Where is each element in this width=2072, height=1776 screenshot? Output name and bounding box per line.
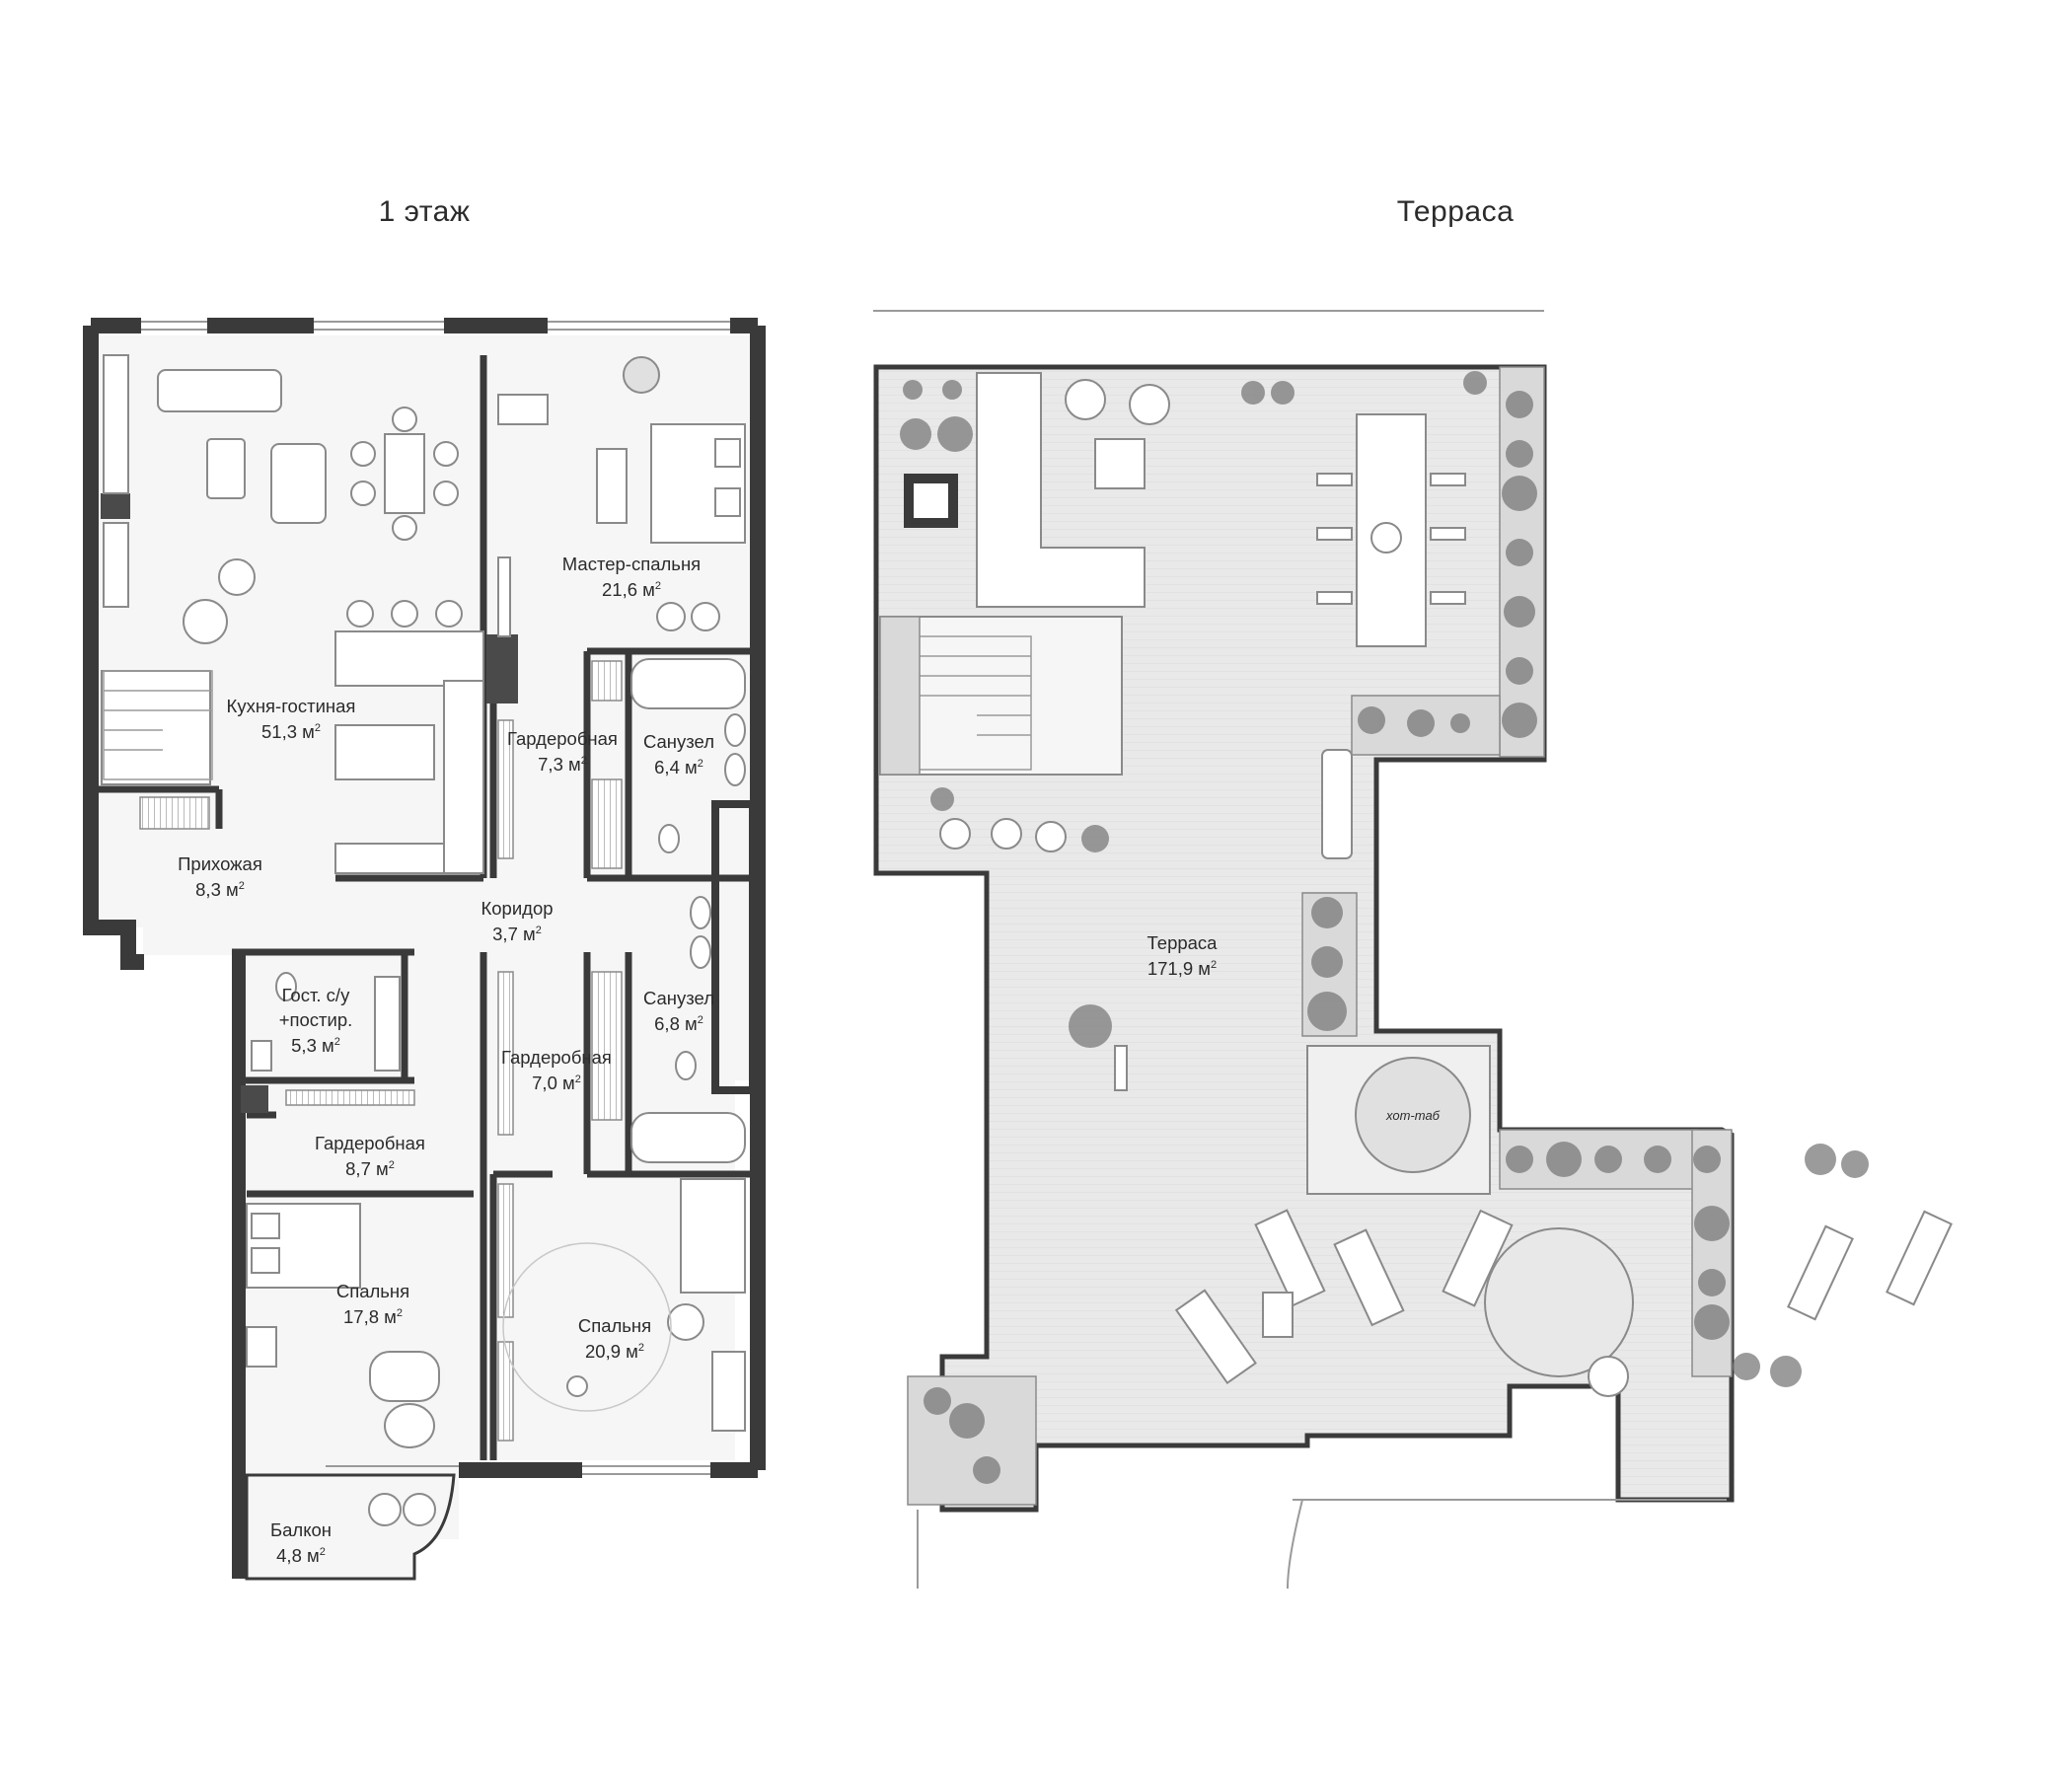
- room-area-terrace: 171,9 м: [1147, 958, 1211, 979]
- hot-tub-label: хот-таб: [1385, 1108, 1441, 1123]
- room-area-wardrobe1: 7,3 м: [538, 754, 581, 775]
- svg-text:21,6 м2: 21,6 м2: [602, 579, 661, 600]
- area-superscript: 2: [575, 1073, 581, 1085]
- room-name-hall: Прихожая: [178, 853, 262, 874]
- room-name-wardrobe1: Гардеробная: [507, 728, 618, 749]
- svg-text:17,8 м2: 17,8 м2: [343, 1306, 403, 1327]
- terrace-title: Терраса: [1396, 195, 1515, 228]
- svg-text:5,3 м2: 5,3 м2: [291, 1035, 340, 1056]
- svg-text:4,8 м2: 4,8 м2: [276, 1545, 326, 1566]
- area-superscript: 2: [334, 1036, 340, 1048]
- area-superscript: 2: [655, 580, 661, 592]
- area-superscript: 2: [698, 1014, 703, 1026]
- room-area-bath1: 6,4 м: [654, 757, 698, 777]
- room-area-wardrobe2: 7,0 м: [532, 1073, 575, 1093]
- area-superscript: 2: [581, 755, 587, 767]
- area-superscript: 2: [239, 880, 245, 892]
- svg-text:6,4 м2: 6,4 м2: [654, 757, 703, 777]
- room-name-terrace: Терраса: [1147, 932, 1219, 953]
- room-name-bedroom1: Спальня: [336, 1281, 409, 1301]
- svg-text:7,0 м2: 7,0 м2: [532, 1073, 581, 1093]
- svg-text:3,7 м2: 3,7 м2: [492, 924, 542, 944]
- room-area-kitchen: 51,3 м: [261, 721, 315, 742]
- room-name-wardrobe3: Гардеробная: [315, 1133, 425, 1153]
- room-name-master: Мастер-спальня: [562, 554, 701, 574]
- room-name-bedroom2: Спальня: [578, 1315, 651, 1336]
- room-area-bedroom2: 20,9 м: [585, 1341, 638, 1362]
- room-name-guestwc-2: +постир.: [279, 1009, 353, 1030]
- room-area-wardrobe3: 8,7 м: [345, 1158, 389, 1179]
- room-labels: Кухня-гостиная 51,3 м2 Мастер-спальня 21…: [178, 554, 1441, 1566]
- area-superscript: 2: [315, 722, 321, 734]
- svg-text:8,7 м2: 8,7 м2: [345, 1158, 395, 1179]
- room-area-bath2: 6,8 м: [654, 1013, 698, 1034]
- svg-text:51,3 м2: 51,3 м2: [261, 721, 321, 742]
- svg-text:7,3 м2: 7,3 м2: [538, 754, 587, 775]
- room-area-guestwc: 5,3 м: [291, 1035, 334, 1056]
- area-superscript: 2: [320, 1546, 326, 1558]
- room-area-bedroom1: 17,8 м: [343, 1306, 397, 1327]
- room-area-hall: 8,3 м: [195, 879, 239, 900]
- room-area-master: 21,6 м: [602, 579, 655, 600]
- area-superscript: 2: [397, 1307, 403, 1319]
- area-superscript: 2: [536, 925, 542, 936]
- room-name-balcony: Балкон: [270, 1519, 332, 1540]
- floor1-plan: [83, 318, 766, 1581]
- room-name-kitchen: Кухня-гостиная: [227, 696, 356, 716]
- floor1-title: 1 этаж: [378, 195, 471, 228]
- svg-text:171,9 м2: 171,9 м2: [1147, 958, 1217, 979]
- area-superscript: 2: [698, 758, 703, 770]
- room-name-wardrobe2: Гардеробная: [501, 1047, 612, 1068]
- room-area-balcony: 4,8 м: [276, 1545, 320, 1566]
- room-name-guestwc: Гост. с/у: [282, 985, 350, 1005]
- area-superscript: 2: [1211, 959, 1217, 971]
- svg-text:6,8 м2: 6,8 м2: [654, 1013, 703, 1034]
- area-superscript: 2: [638, 1342, 644, 1354]
- room-name-corridor: Коридор: [481, 898, 553, 919]
- terrace-plan: [873, 310, 1953, 1590]
- room-name-bath1: Санузел: [643, 731, 714, 752]
- room-area-corridor: 3,7 м: [492, 924, 536, 944]
- svg-text:8,3 м2: 8,3 м2: [195, 879, 245, 900]
- svg-text:20,9 м2: 20,9 м2: [585, 1341, 644, 1362]
- room-name-bath2: Санузел: [643, 988, 714, 1008]
- area-superscript: 2: [389, 1159, 395, 1171]
